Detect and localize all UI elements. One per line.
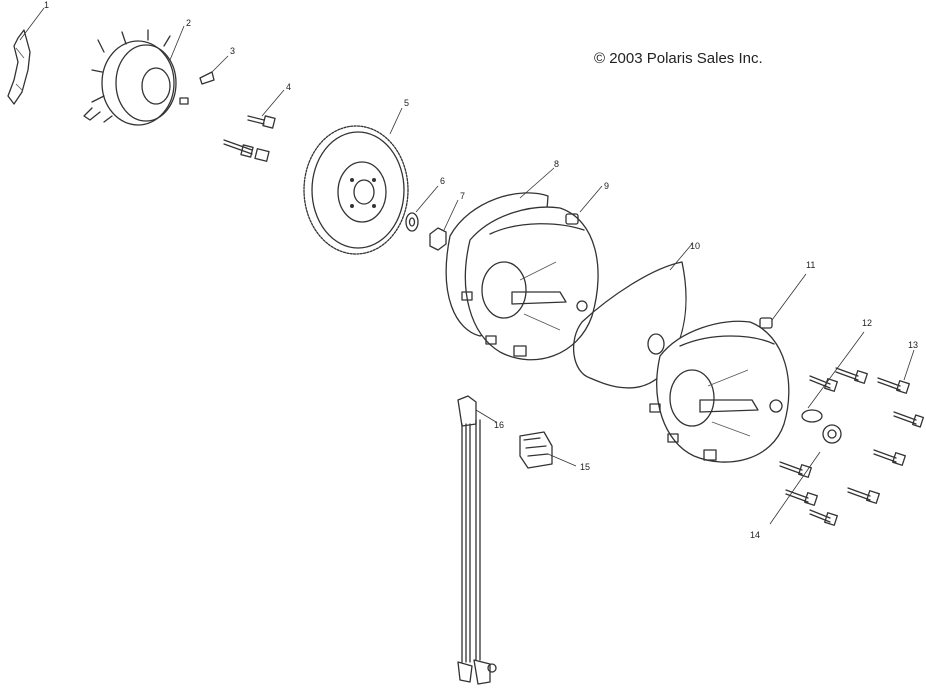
callout-16: 16 [494,420,504,430]
part-7-nut [429,199,459,251]
part-4-bolt [223,89,285,162]
part-15-connector [519,431,577,469]
callout-9: 9 [604,181,609,191]
callout-15: 15 [580,462,590,472]
callout-2: 2 [186,18,191,28]
part-2-stator [83,25,189,126]
part-16-wire-harness [457,395,497,685]
part-5-flywheel [303,107,409,255]
part-11-outer-cover [649,273,807,463]
callout-1: 1 [44,0,49,10]
callout-11: 11 [806,260,815,270]
part-12-plug [801,331,865,444]
part-3-screw [199,55,229,85]
callout-12: 12 [862,318,872,328]
callout-4: 4 [286,82,291,92]
copyright-text: © 2003 Polaris Sales Inc. [594,50,763,67]
callout-10: 10 [690,241,700,251]
callout-13: 13 [908,340,918,350]
callout-7: 7 [460,191,465,201]
callout-8: 8 [554,159,559,169]
callout-5: 5 [404,98,409,108]
part-13-bolts [809,349,924,504]
callout-3: 3 [230,46,235,56]
part-1-bracket [7,7,45,105]
part-14-bolts [769,451,838,526]
part-9-inner-cover [461,185,603,361]
part-6-washer [405,185,439,232]
callout-14: 14 [750,530,760,540]
callout-6: 6 [440,176,445,186]
